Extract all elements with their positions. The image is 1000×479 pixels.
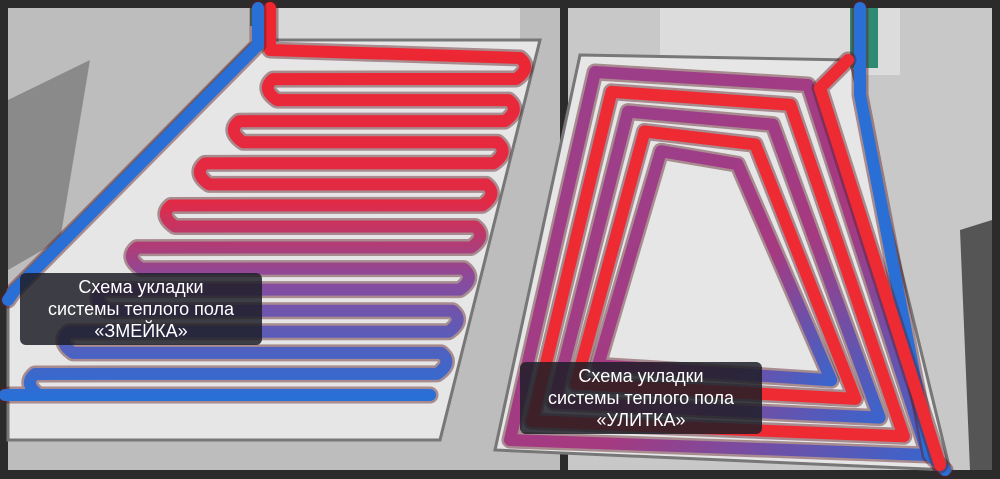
left-wall-shadow [8, 60, 90, 270]
snake-caption-line2: системы теплого пола [48, 299, 234, 319]
snail-caption: Схема укладки системы теплого пола «УЛИТ… [520, 362, 762, 434]
snail-heating-loop [570, 125, 862, 405]
snake-return-pipe [2, 2, 264, 306]
snail-heating-loop [548, 105, 886, 424]
snake-caption-line1: Схема укладки [78, 277, 204, 297]
snail-caption-line3: «УЛИТКА» [596, 410, 686, 430]
snail-heating-loop [526, 85, 910, 443]
snake-caption-line3: «ЗМЕЙКА» [94, 321, 188, 341]
snake-caption: Схема укладки системы теплого пола «ЗМЕЙ… [20, 273, 262, 345]
right-wall-shadow [960, 220, 992, 470]
snail-caption-line2: системы теплого пола [548, 388, 734, 408]
snail-supply-pipe [814, 54, 946, 471]
snail-heating-loop [504, 66, 934, 461]
snail-caption-line1: Схема укладки [578, 366, 704, 386]
